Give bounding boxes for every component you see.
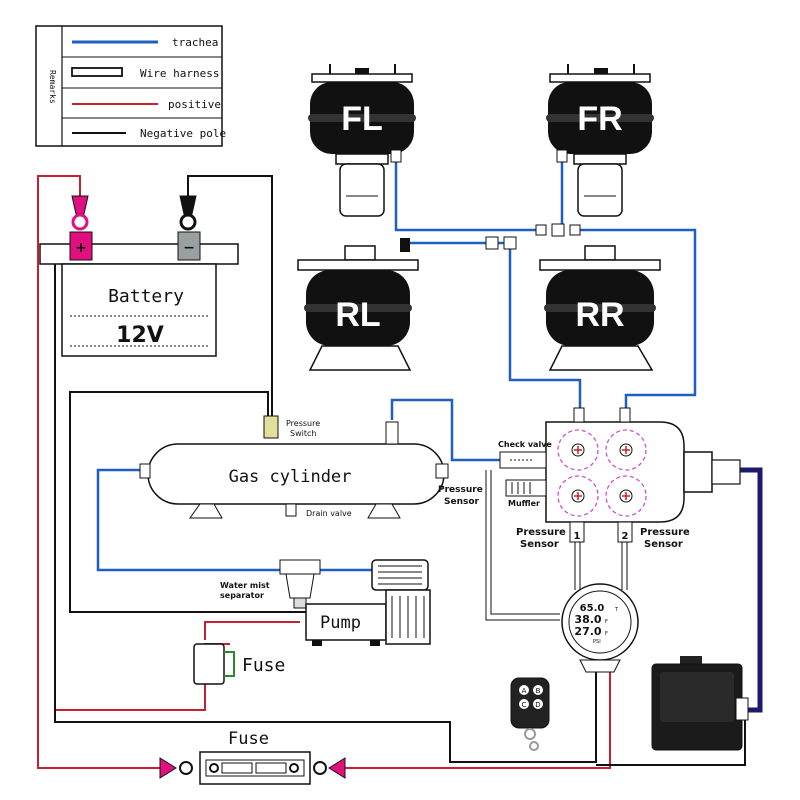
legend-harness-swatch bbox=[71, 67, 123, 77]
remote-button-a: A bbox=[522, 687, 527, 695]
sensor-number-1: 1 bbox=[574, 531, 581, 542]
legend-box bbox=[35, 25, 223, 147]
solenoid-markers bbox=[557, 429, 647, 517]
sensor-right-label-1: Pressure bbox=[640, 527, 690, 538]
airbag-fr: FR bbox=[546, 64, 654, 217]
pressure-sensor-1 bbox=[569, 521, 585, 543]
remote-button-b: B bbox=[536, 687, 541, 695]
gauge-psi: PSI bbox=[593, 639, 601, 645]
gauge-line-1: 65.0 bbox=[580, 603, 605, 614]
gauge-line-3: 27.0 bbox=[574, 625, 601, 638]
drain-valve-label: Drain valve bbox=[306, 509, 352, 518]
control-unit bbox=[651, 656, 749, 751]
pressure-switch-label-1: Pressure bbox=[286, 419, 320, 428]
fuse-main-label: Fuse bbox=[228, 729, 269, 749]
tank-sensor-label-1: Pressure bbox=[438, 485, 483, 495]
gauge-unit-2: F bbox=[605, 619, 608, 625]
fuse-small-label: Fuse bbox=[242, 655, 285, 676]
airbag-rl-label: RL bbox=[335, 296, 380, 334]
sensor-right-label-2: Sensor bbox=[644, 539, 683, 550]
airbag-fl-label: FL bbox=[341, 100, 383, 138]
remote-button-d: D bbox=[535, 701, 540, 709]
muffler bbox=[505, 479, 547, 497]
legend-negative-label: Negative pole bbox=[140, 127, 226, 140]
gas-cylinder: Gas cylinder Pressure Switch Drain valve… bbox=[139, 415, 483, 519]
pressure-switch bbox=[263, 415, 279, 439]
legend-trachea-label: trachea bbox=[172, 36, 218, 49]
tee-fittings bbox=[485, 223, 581, 250]
pressure-switch-label-2: Switch bbox=[290, 429, 316, 438]
muffler-label: Muffler bbox=[508, 499, 540, 508]
ecu-harness bbox=[740, 467, 763, 713]
airbag-rr: RR bbox=[539, 245, 661, 371]
legend-positive-label: positive bbox=[168, 98, 221, 111]
gauge-unit-3: F bbox=[605, 631, 608, 637]
tank-sensor-label-2: Sensor bbox=[444, 497, 480, 507]
pressure-sensor-2 bbox=[617, 521, 633, 543]
airbag-fl: FL bbox=[308, 64, 416, 217]
remote-button-c: C bbox=[522, 701, 527, 709]
battery: + − Battery 12V bbox=[39, 195, 239, 357]
gauge-line-2: 38.0 bbox=[574, 613, 601, 626]
compressor-pump: Pump bbox=[305, 559, 431, 646]
negative-wires bbox=[54, 175, 746, 766]
airbag-rr-label: RR bbox=[575, 296, 624, 334]
battery-body bbox=[61, 263, 217, 357]
battery-negative-terminal bbox=[177, 231, 201, 261]
separator-label-1: Water mist bbox=[220, 581, 270, 590]
tank-title: Gas cylinder bbox=[229, 467, 352, 487]
battery-title: Battery bbox=[108, 286, 184, 307]
wire-harness bbox=[485, 470, 628, 621]
gauge-unit-1: T bbox=[614, 607, 619, 613]
pump-label: Pump bbox=[320, 613, 361, 633]
water-mist-separator: Water mist separator bbox=[220, 559, 321, 609]
air-lines bbox=[96, 160, 697, 572]
sensor-number-2: 2 bbox=[622, 531, 629, 542]
sensor-left-label-2: Sensor bbox=[520, 539, 559, 550]
legend: Remarks trachea Wire harness positive Ne… bbox=[35, 25, 226, 147]
sensor-left-label-1: Pressure bbox=[516, 527, 566, 538]
legend-title: Remarks bbox=[48, 70, 57, 104]
airbag-fr-label: FR bbox=[577, 100, 622, 138]
main-fuse: Fuse bbox=[159, 729, 346, 785]
battery-positive-terminal bbox=[69, 231, 93, 261]
battery-positive-sign: + bbox=[75, 240, 87, 256]
separator-label-2: separator bbox=[220, 591, 264, 600]
inline-fuse: Fuse bbox=[193, 643, 285, 685]
check-valve-label: Check valve bbox=[498, 440, 552, 449]
pressure-gauge: 65.0 T 38.0 F 27.0 F PSI bbox=[561, 583, 639, 673]
valve-manifold bbox=[545, 421, 685, 523]
remote-control: A B C D bbox=[510, 677, 550, 751]
battery-negative-sign: − bbox=[183, 240, 195, 256]
battery-voltage: 12V bbox=[116, 323, 164, 348]
valve-block: Check valve Muffler 1 2 Pressure Sensor … bbox=[498, 407, 741, 550]
legend-harness-label: Wire harness bbox=[140, 67, 219, 80]
drain-valve bbox=[285, 503, 297, 517]
airbag-rl: RL bbox=[297, 238, 419, 371]
